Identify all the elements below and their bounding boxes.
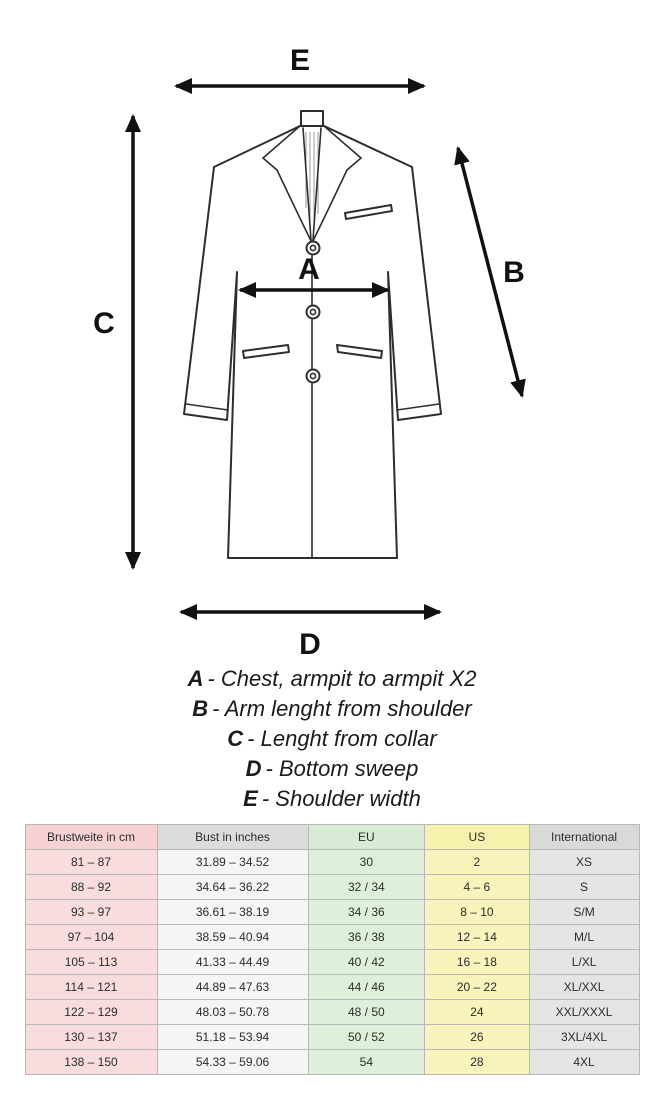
coat-right-cuff xyxy=(396,403,440,411)
table-cell: 4 – 6 xyxy=(424,874,530,900)
table-cell: 50 / 52 xyxy=(307,1024,426,1050)
table-cell: L/XL xyxy=(528,949,640,975)
table-cell: S/M xyxy=(528,899,640,925)
table-cell: 2 xyxy=(424,849,530,875)
table-cell: 20 – 22 xyxy=(424,974,530,1000)
table-cell: 28 xyxy=(424,1049,530,1075)
coat-collar-tab xyxy=(300,110,324,127)
table-cell: 44.89 – 47.63 xyxy=(156,974,309,1000)
table-cell: 3XL/4XL xyxy=(528,1024,640,1050)
table-cell: 48.03 – 50.78 xyxy=(156,999,309,1025)
header-international: International xyxy=(528,824,640,850)
table-cell: 16 – 18 xyxy=(424,949,530,975)
label-b: B xyxy=(503,256,525,289)
legend-text: - Chest, armpit to armpit X2 xyxy=(207,666,477,691)
legend-item-b: B- Arm lenght from shoulder xyxy=(0,694,664,724)
legend-letter: A xyxy=(187,666,204,691)
legend-letter: D xyxy=(245,756,262,781)
table-cell: 81 – 87 xyxy=(24,849,158,875)
table-cell: 24 xyxy=(424,999,530,1025)
table-cell: 32 / 34 xyxy=(307,874,426,900)
legend-item-c: C- Lenght from collar xyxy=(0,724,664,754)
legend-letter: B xyxy=(192,696,209,721)
table-cell: 31.89 – 34.52 xyxy=(156,849,309,875)
header-cm: Brustweite in cm xyxy=(24,824,158,850)
table-cell: 26 xyxy=(424,1024,530,1050)
measurement-legend: A- Chest, armpit to armpit X2 B- Arm len… xyxy=(0,664,664,814)
coat-measurement-diagram: E C B A D xyxy=(93,44,526,658)
table-cell: 4XL xyxy=(528,1049,640,1075)
table-cell: XL/XXL xyxy=(528,974,640,1000)
legend-letter: C xyxy=(227,726,244,751)
coat-buttons xyxy=(305,240,321,384)
table-cell: 114 – 121 xyxy=(24,974,158,1000)
table-cell: 122 – 129 xyxy=(24,999,158,1025)
header-inches: Bust in inches xyxy=(156,824,309,850)
table-cell: S xyxy=(528,874,640,900)
coat-illustration xyxy=(183,110,442,559)
header-eu: EU xyxy=(307,824,426,850)
table-cell: 54 xyxy=(307,1049,426,1075)
table-cell: 44 / 46 xyxy=(307,974,426,1000)
table-cell: 97 – 104 xyxy=(24,924,158,950)
coat-lapels xyxy=(261,125,363,242)
table-cell: 40 / 42 xyxy=(307,949,426,975)
arm-length-arrow xyxy=(454,146,526,398)
coat-right-pocket xyxy=(336,344,383,359)
label-c: C xyxy=(93,307,115,340)
table-cell: 41.33 – 44.49 xyxy=(156,949,309,975)
legend-item-a: A- Chest, armpit to armpit X2 xyxy=(0,664,664,694)
legend-text: - Bottom sweep xyxy=(265,756,419,781)
table-cell: 8 – 10 xyxy=(424,899,530,925)
table-cell: M/L xyxy=(528,924,640,950)
label-e: E xyxy=(290,44,310,77)
table-cell: 54.33 – 59.06 xyxy=(156,1049,309,1075)
table-cell: XXL/XXXL xyxy=(528,999,640,1025)
legend-text: - Shoulder width xyxy=(261,786,421,811)
coat-left-pocket xyxy=(242,344,290,359)
legend-item-d: D- Bottom sweep xyxy=(0,754,664,784)
table-cell: 34.64 – 36.22 xyxy=(156,874,309,900)
table-cell: 36.61 – 38.19 xyxy=(156,899,309,925)
legend-text: - Arm lenght from shoulder xyxy=(212,696,472,721)
table-cell: 12 – 14 xyxy=(424,924,530,950)
table-cell: 105 – 113 xyxy=(24,949,158,975)
coat-left-cuff xyxy=(185,403,229,411)
table-cell: 30 xyxy=(307,849,426,875)
header-us: US xyxy=(424,824,530,850)
table-cell: XS xyxy=(528,849,640,875)
table-cell: 48 / 50 xyxy=(307,999,426,1025)
label-d: D xyxy=(299,628,321,658)
label-a: A xyxy=(298,253,320,286)
table-cell: 88 – 92 xyxy=(24,874,158,900)
size-table: Brustweite in cm Bust in inches EU US In… xyxy=(24,824,640,1075)
coat-breast-pocket xyxy=(344,204,393,220)
table-cell: 38.59 – 40.94 xyxy=(156,924,309,950)
legend-text: - Lenght from collar xyxy=(247,726,437,751)
size-table-header-row: Brustweite in cm Bust in inches EU US In… xyxy=(24,824,640,850)
table-cell: 93 – 97 xyxy=(24,899,158,925)
legend-item-e: E- Shoulder width xyxy=(0,784,664,814)
table-cell: 34 / 36 xyxy=(307,899,426,925)
table-cell: 130 – 137 xyxy=(24,1024,158,1050)
table-cell: 36 / 38 xyxy=(307,924,426,950)
legend-letter: E xyxy=(243,786,258,811)
table-cell: 51.18 – 53.94 xyxy=(156,1024,309,1050)
table-cell: 138 – 150 xyxy=(24,1049,158,1075)
